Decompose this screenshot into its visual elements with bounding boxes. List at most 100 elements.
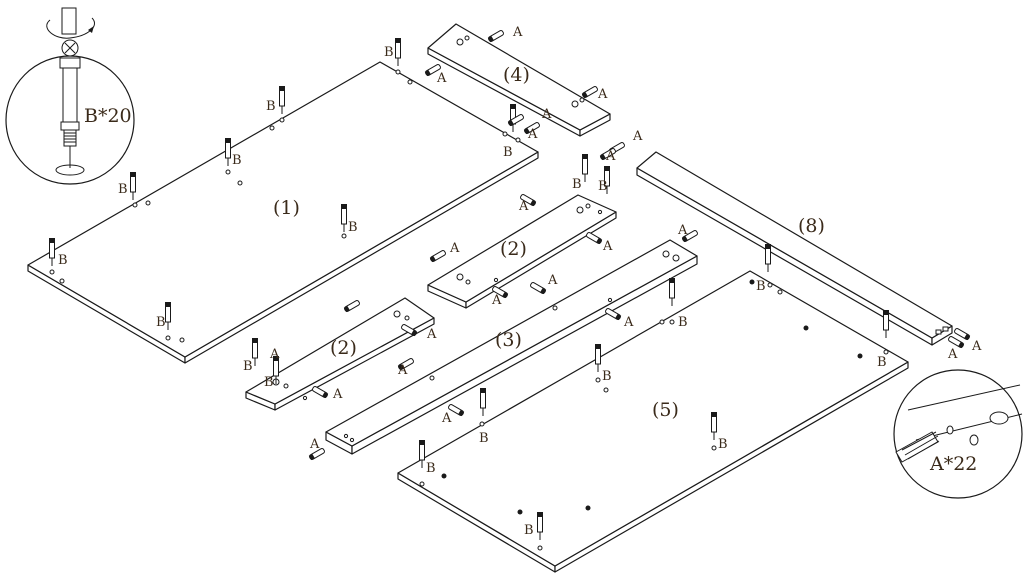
cam-bolt-icon [480, 388, 486, 416]
label-a: A [597, 87, 608, 102]
dowel-icon [343, 300, 360, 313]
cam-bolt-icon [582, 154, 588, 182]
label-a: A [541, 107, 552, 122]
cam-bolt-icon [669, 278, 675, 306]
dowel-icon [492, 286, 509, 299]
dowel-icon [424, 64, 441, 77]
label-b: B [503, 145, 513, 160]
cam-bolt-icon [225, 138, 231, 166]
part-label-5: (5) [652, 399, 679, 421]
label-a: A [309, 437, 320, 452]
label-a: A [605, 149, 616, 164]
cam-bolt-icon [49, 238, 55, 266]
cam-bolt-icon [165, 302, 171, 330]
label-a: A [441, 411, 452, 426]
dowel-icon [895, 431, 940, 463]
label-a: A [397, 363, 408, 378]
label-a: A [426, 327, 437, 342]
label-b: B [266, 99, 276, 114]
label-a: A [512, 25, 523, 40]
dowel-icon [448, 404, 465, 417]
cam-bolt-icon [395, 38, 401, 66]
dowel-count: A*22 [929, 453, 977, 475]
dowels [308, 30, 971, 461]
dowel-icon [581, 86, 598, 99]
cam-bolt-icon [55, 57, 85, 176]
cam-bolt-icon [252, 338, 258, 366]
cam-bolt-callout: B*20 [5, 7, 135, 185]
label-b: B [678, 315, 688, 330]
dowel-icon [308, 448, 325, 461]
dowel-icon [530, 282, 547, 295]
label-a: A [269, 347, 280, 362]
panel-3 [325, 239, 698, 455]
panel-2-upper [427, 194, 617, 309]
part-label-1: (1) [273, 197, 300, 219]
dowel-icon [429, 250, 446, 263]
dowel-icon [681, 230, 698, 243]
panel-5 [397, 270, 909, 573]
label-b: B [426, 461, 436, 476]
label-b: B [524, 523, 534, 538]
label-a: A [632, 129, 643, 144]
dowel-icon [507, 114, 524, 127]
label-b: B [756, 279, 766, 294]
cam-bolt-icon [273, 356, 279, 384]
panel-4 [427, 23, 611, 137]
label-b: B [598, 179, 608, 194]
label-b: B [572, 177, 582, 192]
label-a: A [971, 339, 982, 354]
label-b: B [156, 315, 166, 330]
label-a: A [602, 239, 613, 254]
dowel-icon [487, 30, 504, 43]
label-a: A [527, 127, 538, 142]
dowel-icon [401, 324, 418, 337]
cam-bolt-icon [341, 204, 347, 232]
label-a: A [491, 293, 502, 308]
cam-bolt-icon [537, 512, 543, 540]
dowel-icon [312, 386, 329, 399]
label-a: A [547, 273, 558, 288]
label-b: B [243, 359, 253, 374]
cam-bolt-icon [595, 344, 601, 372]
label-a: A [677, 223, 688, 238]
dowel-icon [586, 232, 603, 245]
cam-bolt-icon [604, 166, 610, 194]
cam-bolt-icon [711, 412, 717, 440]
label-a: A [623, 315, 634, 330]
part-label-2-lower: (2) [330, 337, 357, 359]
label-b: B [118, 182, 128, 197]
dowel-icon [397, 358, 414, 371]
label-b: B [58, 253, 68, 268]
cam-bolt-icon [883, 310, 889, 338]
label-a: A [947, 347, 958, 362]
label-b: B [877, 355, 887, 370]
dowel-icon [520, 194, 537, 207]
dowel-icon [599, 148, 616, 161]
panel-8 [636, 151, 953, 346]
cam-bolt-icon [419, 440, 425, 468]
screwdriver-icon [46, 7, 95, 57]
cam-bolt-icon [765, 244, 771, 272]
part-label-3: (3) [495, 329, 522, 351]
cam-bolt-count: B*20 [84, 105, 132, 127]
part-label-8: (8) [798, 215, 825, 237]
label-b: B [718, 437, 728, 452]
label-a: A [518, 199, 529, 214]
cam-bolt-icon [279, 86, 285, 114]
part-label-2-upper: (2) [500, 238, 527, 260]
label-b: B [602, 369, 612, 384]
label-b: B [232, 153, 242, 168]
label-b: B [348, 220, 358, 235]
dowel-icon [948, 336, 965, 349]
dowel-callout: A*22 [893, 369, 1023, 499]
part-label-4: (4) [503, 64, 530, 86]
cam-bolt-icon [130, 172, 136, 200]
label-b: B [479, 431, 489, 446]
dowel-icon [605, 308, 622, 321]
label-a: A [332, 387, 343, 402]
hardware-labels: B B B B B B B B B B B B B B B B B B B B … [58, 25, 982, 538]
dowel-icon [523, 122, 540, 135]
